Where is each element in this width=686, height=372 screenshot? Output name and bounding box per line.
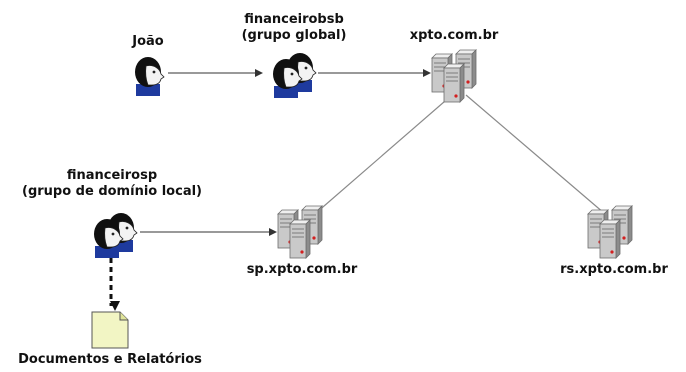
financeirobsb-type: (grupo global) [241, 28, 347, 43]
financeirosp-label: financeirosp (grupo de domínio local) [22, 168, 202, 200]
sp-label: sp.xpto.com.br [246, 262, 358, 277]
group-icon [93, 212, 138, 259]
server-icon [277, 205, 323, 259]
docs-label: Documentos e Relatórios [18, 352, 202, 367]
user-icon [134, 56, 165, 97]
financeirobsb-name: financeirobsb [244, 12, 344, 27]
financeirobsb-label: financeirobsb (grupo global) [242, 12, 347, 44]
server-icon [431, 49, 477, 103]
document-icon [91, 311, 129, 349]
joao-label: João [132, 34, 164, 49]
edge-xpto-rs [465, 94, 605, 214]
group-icon [272, 52, 317, 99]
financeirosp-type: (grupo de domínio local) [22, 184, 202, 199]
xpto-label: xpto.com.br [409, 28, 499, 43]
edge-xpto-sp [315, 94, 453, 214]
server-icon [587, 205, 633, 259]
financeirosp-name: financeirosp [66, 168, 158, 183]
rs-label: rs.xpto.com.br [560, 262, 668, 277]
